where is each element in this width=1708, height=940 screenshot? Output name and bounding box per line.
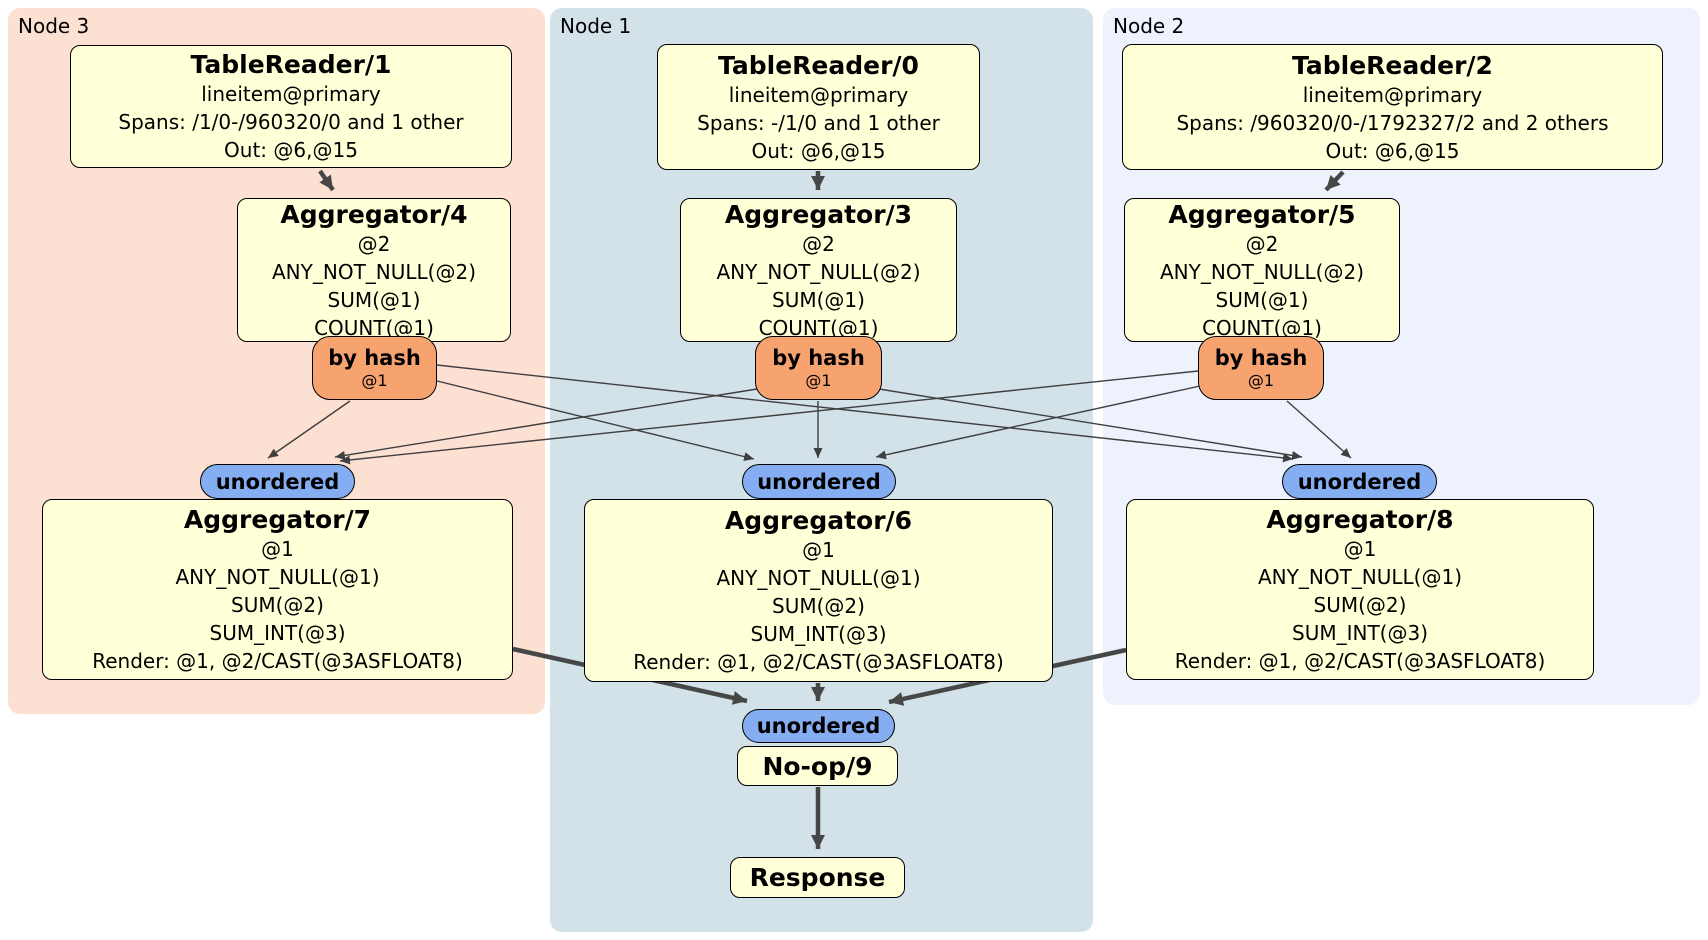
sync-unordered-node1: unordered — [742, 464, 896, 499]
router-detail: @1 — [805, 370, 832, 390]
processor-detail: COUNT(@1) — [1202, 315, 1322, 340]
processor-detail: @1 — [1343, 537, 1377, 561]
processor-detail: ANY_NOT_NULL(@1) — [716, 566, 921, 590]
processor-detail: ANY_NOT_NULL(@2) — [272, 259, 476, 284]
processor-detail: SUM_INT(@3) — [1292, 621, 1428, 645]
node-label-node2: Node 2 — [1113, 14, 1185, 38]
processor-box-tablereader-0: TableReader/0 lineitem@primary Spans: -/… — [657, 44, 980, 170]
processor-detail: Spans: /1/0-/960320/0 and 1 other — [118, 110, 464, 134]
processor-detail: COUNT(@1) — [314, 315, 434, 340]
node-label-node1: Node 1 — [560, 14, 632, 38]
processor-detail: SUM(@2) — [1313, 593, 1407, 617]
processor-detail: COUNT(@1) — [758, 315, 879, 340]
processor-detail: ANY_NOT_NULL(@2) — [1160, 259, 1364, 284]
router-label: by hash — [1214, 345, 1308, 370]
processor-detail: Spans: /960320/0-/1792327/2 and 2 others — [1176, 110, 1609, 135]
processor-detail: ANY_NOT_NULL(@1) — [175, 565, 380, 589]
processor-detail: @2 — [1245, 231, 1279, 256]
processor-box-aggregator-8: Aggregator/8 @1 ANY_NOT_NULL(@1) SUM(@2)… — [1126, 499, 1594, 680]
router-label: by hash — [772, 345, 865, 370]
processor-box-aggregator-5: Aggregator/5 @2 ANY_NOT_NULL(@2) SUM(@1)… — [1124, 198, 1400, 342]
processor-detail: SUM(@1) — [327, 287, 421, 312]
processor-detail: ANY_NOT_NULL(@1) — [1258, 565, 1462, 589]
processor-detail: Out: @6,@15 — [224, 138, 358, 162]
processor-title: Aggregator/8 — [1266, 505, 1454, 534]
processor-detail: SUM(@1) — [1215, 287, 1309, 312]
processor-detail: Out: @6,@15 — [751, 138, 886, 163]
processor-detail: @1 — [261, 537, 294, 561]
processor-detail: SUM_INT(@3) — [209, 621, 346, 645]
processor-title: TableReader/1 — [190, 50, 392, 79]
processor-box-noop-9: No-op/9 — [737, 746, 898, 786]
processor-title: Aggregator/5 — [1168, 199, 1356, 229]
sync-unordered-node3: unordered — [200, 464, 355, 499]
processor-box-aggregator-3: Aggregator/3 @2 ANY_NOT_NULL(@2) SUM(@1)… — [680, 198, 957, 342]
processor-box-aggregator-7: Aggregator/7 @1 ANY_NOT_NULL(@1) SUM(@2)… — [42, 499, 513, 680]
sync-unordered-final: unordered — [742, 709, 895, 743]
processor-detail: @1 — [802, 538, 835, 562]
processor-title: Aggregator/7 — [183, 505, 372, 534]
router-by-hash-node3: by hash @1 — [312, 336, 437, 400]
processor-detail: Spans: -/1/0 and 1 other — [697, 110, 940, 135]
node-label-node3: Node 3 — [18, 14, 90, 38]
processor-detail: Render: @1, @2/CAST(@3ASFLOAT8) — [92, 649, 463, 673]
processor-title: Aggregator/6 — [724, 506, 913, 535]
processor-detail: Render: @1, @2/CAST(@3ASFLOAT8) — [633, 650, 1004, 674]
router-by-hash-node1: by hash @1 — [755, 336, 882, 400]
router-detail: @1 — [1247, 370, 1275, 390]
processor-detail: Out: @6,@15 — [1325, 138, 1460, 163]
processor-box-tablereader-1: TableReader/1 lineitem@primary Spans: /1… — [70, 45, 512, 168]
router-by-hash-node2: by hash @1 — [1198, 336, 1324, 400]
router-detail: @1 — [361, 370, 388, 390]
router-label: by hash — [328, 345, 421, 370]
processor-detail: Render: @1, @2/CAST(@3ASFLOAT8) — [1174, 649, 1546, 673]
processor-detail: SUM(@2) — [231, 593, 324, 617]
processor-title: Aggregator/3 — [724, 199, 913, 229]
processor-title: TableReader/0 — [718, 50, 919, 80]
processor-title: TableReader/2 — [1292, 50, 1493, 80]
processor-box-aggregator-6: Aggregator/6 @1 ANY_NOT_NULL(@1) SUM(@2)… — [584, 499, 1053, 682]
processor-detail: SUM_INT(@3) — [750, 622, 887, 646]
processor-detail: lineitem@primary — [728, 82, 909, 107]
processor-title: Aggregator/4 — [280, 199, 468, 229]
processor-detail: @2 — [357, 231, 391, 256]
processor-detail: ANY_NOT_NULL(@2) — [716, 259, 921, 284]
sync-unordered-node2: unordered — [1282, 464, 1437, 499]
processor-detail: lineitem@primary — [1302, 82, 1483, 107]
response-box: Response — [730, 857, 905, 898]
processor-box-aggregator-4: Aggregator/4 @2 ANY_NOT_NULL(@2) SUM(@1)… — [237, 198, 511, 342]
processor-detail: @2 — [802, 231, 835, 256]
processor-detail: SUM(@2) — [772, 594, 865, 618]
processor-detail: SUM(@1) — [772, 287, 865, 312]
processor-detail: lineitem@primary — [201, 82, 381, 106]
processor-box-tablereader-2: TableReader/2 lineitem@primary Spans: /9… — [1122, 44, 1663, 170]
